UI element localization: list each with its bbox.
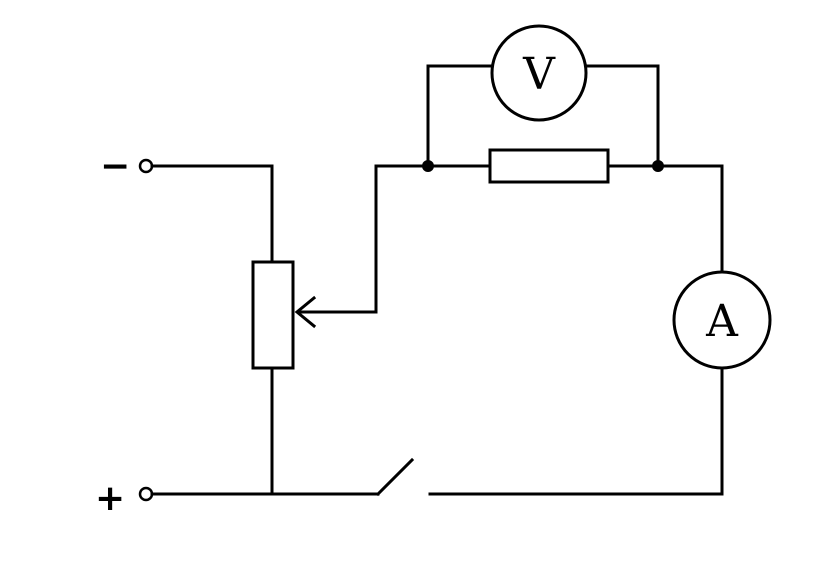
- junction-dot-right: [652, 160, 664, 172]
- wire-resistor-to-ammeter: [606, 164, 724, 274]
- resistor: [488, 148, 610, 184]
- ammeter: A: [672, 270, 772, 370]
- switch: [375, 457, 415, 497]
- wire-slider-to-top: [298, 164, 492, 314]
- wire-voltmeter-left: [426, 64, 494, 168]
- positive-terminal-label: +: [95, 478, 125, 519]
- wires: [150, 64, 724, 496]
- positive-terminal: [138, 486, 154, 502]
- ammeter-circle: [672, 270, 772, 370]
- wire-ammeter-to-switch: [428, 366, 724, 496]
- junction-dot-left: [422, 160, 434, 172]
- rheostat-slider-arrow: [294, 295, 317, 329]
- rheostat: [251, 260, 295, 370]
- wire-negative-to-rheostat: [150, 164, 274, 264]
- voltmeter: V: [490, 24, 588, 122]
- voltmeter-symbol: V: [522, 49, 556, 100]
- negative-terminal: [138, 158, 154, 174]
- wire-voltmeter-right: [584, 64, 660, 168]
- ammeter-symbol: A: [705, 296, 739, 347]
- voltmeter-circle: [490, 24, 588, 122]
- negative-terminal-label: −: [100, 146, 130, 187]
